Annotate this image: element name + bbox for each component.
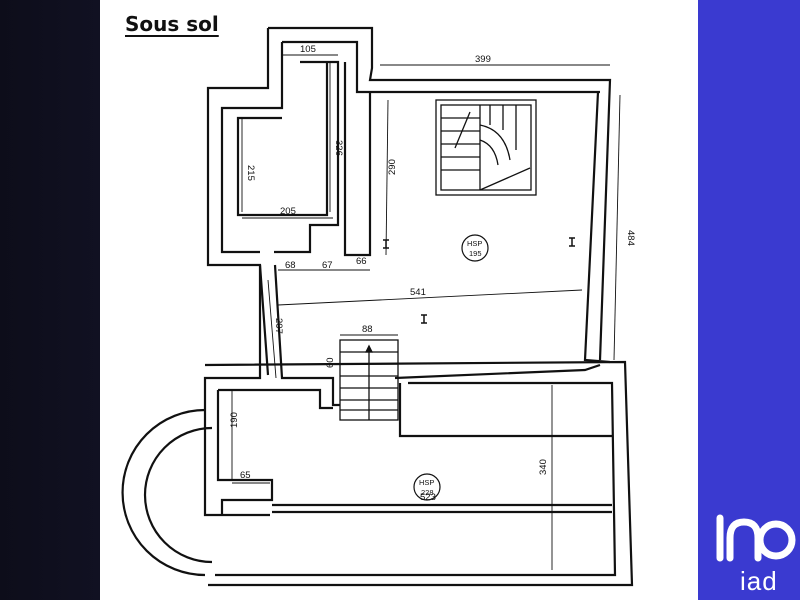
dim-65: 65 [240, 470, 251, 481]
dim-88: 88 [362, 324, 373, 335]
brand-panel [698, 0, 800, 600]
lower-step [216, 390, 274, 515]
hsp-label-upper: HSP [467, 239, 482, 248]
dim-326: 326 [333, 140, 344, 156]
lower-inner-right [215, 381, 617, 577]
inner-wall-right [583, 91, 611, 364]
bay-window-outer [121, 408, 206, 577]
dim-190: 190 [229, 412, 240, 428]
hsp-badge-lower: HSP 228 [413, 473, 441, 501]
bay-window-inner [143, 426, 213, 564]
staircase-lower [339, 339, 399, 421]
brand-wordmark: iad [740, 566, 778, 596]
outer-wall-left [206, 28, 270, 376]
dimension-lines [231, 54, 621, 570]
dim-290: 290 [387, 159, 398, 175]
inner-wall-column-right [343, 62, 372, 257]
dim-215: 215 [245, 165, 256, 181]
partition-middle [203, 265, 270, 517]
dim-68: 68 [285, 260, 296, 271]
staircase-upper [435, 99, 537, 196]
dim-399: 399 [475, 54, 491, 65]
inner-wall-column-mid [236, 62, 329, 217]
hsp-badge-upper: HSP 195 [461, 234, 489, 262]
partition-mid-right [394, 363, 601, 380]
dim-523: 523 [420, 492, 436, 503]
inner-wall-upper [282, 40, 600, 94]
lower-inner-wall [218, 388, 333, 410]
lower-notch [398, 383, 612, 438]
height-markers [383, 237, 575, 324]
hsp-value-lower: 228 [421, 488, 434, 497]
dim-66: 66 [356, 256, 367, 267]
hsp-value-upper: 195 [469, 249, 482, 258]
left-dark-band [0, 0, 100, 600]
dim-67: 67 [322, 260, 333, 271]
lower-outer-wall [204, 360, 634, 587]
inner-wall-column-left [274, 60, 340, 254]
iad-logo-icon [716, 514, 796, 562]
inner-wall-closet [220, 42, 284, 254]
plan-title: Sous sol [125, 12, 219, 36]
dim-484: 484 [625, 230, 636, 246]
partition-mid-inner [273, 264, 340, 407]
dim-541: 541 [410, 287, 426, 298]
dim-207: 207 [273, 318, 284, 334]
hsp-label-lower: HSP [419, 478, 434, 487]
dim-60: 60 [325, 357, 336, 368]
dim-205: 205 [280, 206, 296, 217]
dim-340: 340 [538, 459, 549, 475]
dim-105: 105 [300, 44, 316, 55]
outer-wall-upper [268, 26, 612, 361]
